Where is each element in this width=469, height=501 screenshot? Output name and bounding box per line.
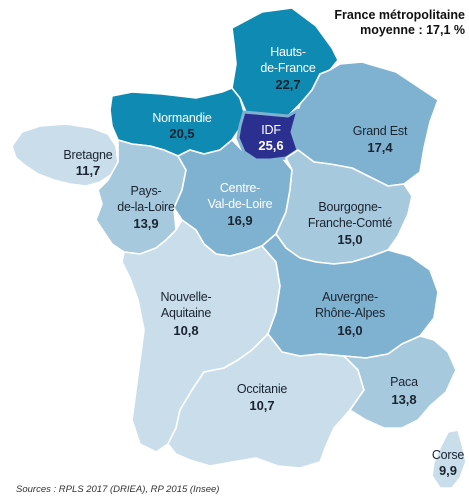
region-corse — [431, 429, 467, 489]
region-value: 15,0 — [337, 232, 362, 247]
region-name: Corse — [432, 448, 465, 462]
region-name: Aquitaine — [161, 306, 212, 320]
region-name: Bretagne — [63, 148, 112, 162]
region-value: 20,5 — [169, 126, 194, 141]
region-value: 9,9 — [439, 463, 457, 478]
region-value: 17,4 — [367, 140, 393, 155]
region-paca — [343, 335, 457, 429]
legend-line-1: France métropolitaine — [334, 8, 465, 22]
region-name: Rhône-Alpes — [315, 306, 385, 320]
region-value: 10,7 — [249, 398, 274, 413]
region-name: Paca — [390, 375, 418, 389]
region-name: Normandie — [152, 111, 212, 125]
label-centre-val-de-loire: Centre- Val-de-Loire 16,9 — [208, 181, 273, 228]
region-value: 22,7 — [275, 77, 300, 92]
region-name: Occitanie — [237, 382, 288, 396]
region-value: 25,6 — [258, 138, 283, 153]
legend-line-2: moyenne : 17,1 % — [360, 23, 465, 37]
region-name: Pays- — [131, 184, 162, 198]
region-name: Bourgogne- — [318, 200, 381, 214]
region-value: 10,8 — [173, 323, 198, 338]
region-name: Franche-Comté — [308, 216, 392, 230]
label-pays-de-la-loire: Pays- de-la-Loire 13,9 — [117, 184, 175, 231]
source-note: Sources : RPLS 2017 (DRIEA), RP 2015 (In… — [16, 484, 220, 495]
region-name: Nouvelle- — [160, 290, 211, 304]
region-value: 13,9 — [133, 216, 158, 231]
region-name: Hauts- — [270, 45, 306, 59]
label-paca: Paca 13,8 — [390, 375, 418, 407]
label-occitanie: Occitanie 10,7 — [237, 382, 288, 413]
region-name: Auvergne- — [322, 290, 378, 304]
region-name: Grand Est — [353, 124, 408, 138]
region-name: de-la-Loire — [117, 200, 175, 214]
region-value: 11,7 — [76, 163, 101, 178]
label-bretagne: Bretagne 11,7 — [63, 148, 113, 178]
region-name: Centre- — [220, 181, 260, 195]
label-idf: IDF 25,6 — [258, 123, 283, 153]
label-hauts-de-france: Hauts- de-France 22,7 — [260, 45, 316, 92]
region-name: IDF — [261, 123, 281, 137]
region-name: Val-de-Loire — [208, 197, 273, 211]
label-auvergne-rhone-alpes: Auvergne- Rhône-Alpes 16,0 — [315, 290, 385, 338]
label-bourgogne-franche-comte: Bourgogne- Franche-Comté 15,0 — [308, 200, 393, 247]
region-name: de-France — [260, 61, 315, 75]
label-grand-est: Grand Est 17,4 — [353, 124, 408, 155]
label-nouvelle-aquitaine: Nouvelle- Aquitaine 10,8 — [160, 290, 211, 338]
label-corse: Corse 9,9 — [432, 448, 465, 478]
label-normandie: Normandie 20,5 — [152, 111, 212, 141]
region-value: 16,0 — [337, 323, 362, 338]
region-value: 13,8 — [391, 392, 416, 407]
region-value: 16,9 — [227, 213, 252, 228]
legend: France métropolitaine moyenne : 17,1 % — [334, 8, 465, 38]
